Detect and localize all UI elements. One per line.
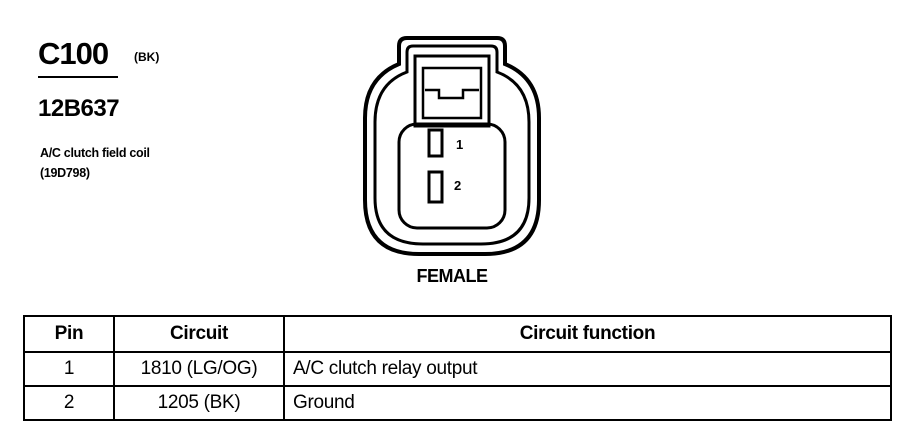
connector-face-diagram: 1 2 (363, 36, 541, 256)
connector-housing-inner (373, 44, 531, 246)
circuit-function-cell: Ground (283, 385, 892, 421)
connector-id: C100 (38, 36, 109, 71)
connector-latch-outer (413, 54, 491, 128)
connector-housing-outer (363, 36, 541, 256)
part-number: 12B637 (38, 95, 120, 122)
column-header-circuit: Circuit (113, 315, 285, 353)
circuit-cell: 1205 (BK) (113, 385, 285, 421)
column-header-pin: Pin (23, 315, 115, 353)
circuit-function-cell: A/C clutch relay output (283, 351, 892, 387)
pin-cell: 1 (23, 351, 115, 387)
pin-2-label: 2 (454, 178, 461, 193)
pin-1-terminal (427, 128, 444, 158)
table-header-row: Pin Circuit Circuit function (23, 315, 892, 353)
connector-color-code: (BK) (134, 50, 160, 64)
connector-latch-tab (425, 88, 479, 100)
pin-cell: 2 (23, 385, 115, 421)
pin-2-terminal (427, 170, 444, 204)
circuit-cell: 1810 (LG/OG) (113, 351, 285, 387)
connector-latch-inner (421, 66, 483, 120)
table-row: 2 1205 (BK) Ground (23, 385, 892, 421)
pin-1-label: 1 (456, 137, 463, 152)
connector-pin-block (397, 122, 507, 230)
component-description: A/C clutch field coil (40, 146, 150, 160)
connector-id-underline (38, 76, 118, 78)
column-header-circuit-function: Circuit function (283, 315, 892, 353)
table-row: 1 1810 (LG/OG) A/C clutch relay output (23, 351, 892, 387)
component-number: (19D798) (40, 166, 90, 180)
connector-gender-label: FEMALE (416, 266, 489, 286)
pinout-table: Pin Circuit Circuit function 1 1810 (LG/… (23, 315, 892, 421)
